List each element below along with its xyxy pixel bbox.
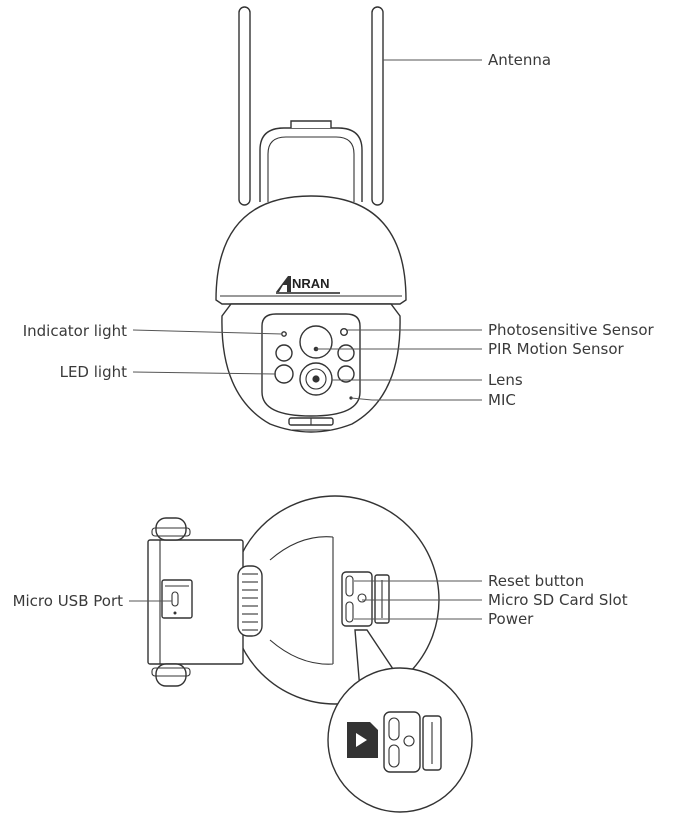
mount-arm [147,517,244,687]
label-micro-sd-card-slot: Micro SD Card Slot [488,591,628,609]
sd-card-icon [347,722,378,758]
label-reset-button: Reset button [488,572,584,590]
slot-panel [341,571,390,627]
label-pir-motion-sensor: PIR Motion Sensor [488,340,625,358]
top-mount [259,120,363,202]
label-micro-usb-port: Micro USB Port [13,592,124,610]
knob-top [155,517,187,541]
label-photosensitive-sensor: Photosensitive Sensor [488,321,654,339]
led-light-lower-right [337,365,355,383]
bottom-view [147,495,440,705]
brand-logo-text: NRAN [292,276,330,291]
bottom-leader-lines [129,580,482,620]
front-view: NRAN [215,6,407,433]
camera-head: NRAN [215,195,407,305]
label-mic: MIC [488,391,516,409]
micro-usb-port [161,579,193,619]
label-lens: Lens [488,371,523,389]
photosensitive-sensor-dot [340,328,349,337]
brand-logo: NRAN [276,276,340,294]
indicator-light-dot [281,331,287,337]
led-light-lower [274,364,294,384]
front-leader-lines [132,59,482,401]
led-light-upper-right [337,344,355,362]
speaker-grille [237,565,263,637]
label-led-light: LED light [60,363,128,381]
knob-bottom [155,663,187,687]
label-indicator-light: Indicator light [23,322,127,340]
label-antenna: Antenna [488,51,551,69]
magnified-callout [327,629,473,813]
camera-body [221,303,401,433]
pir-motion-sensor [299,325,333,359]
antenna-left [238,6,251,206]
led-light-upper [275,344,293,362]
antenna-right [371,6,384,206]
label-power: Power [488,610,534,628]
